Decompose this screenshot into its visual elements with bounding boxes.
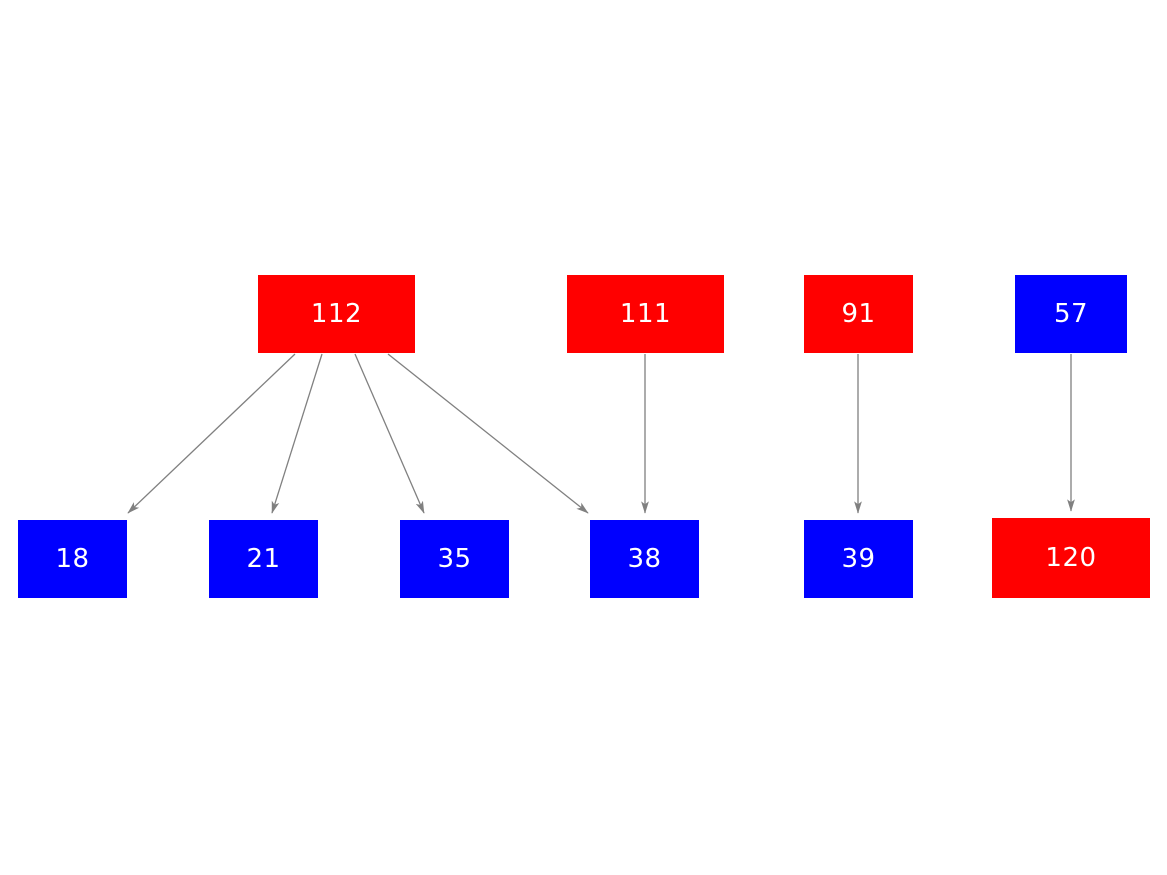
edge-112-to-18	[127, 353, 296, 514]
graph-node-39[interactable]: 39	[804, 520, 913, 598]
graph-node-18[interactable]: 18	[18, 520, 127, 598]
graph-node-label: 35	[437, 544, 472, 574]
graph-node-label: 57	[1053, 299, 1089, 329]
graph-node-label: 112	[310, 299, 363, 329]
graph-node-38[interactable]: 38	[590, 520, 699, 598]
graph-node-label: 120	[1045, 543, 1097, 573]
graph-node-label: 21	[246, 544, 281, 574]
graph-node-label: 111	[619, 299, 672, 329]
edge-112-to-38	[387, 353, 589, 514]
edge-112-to-35	[354, 353, 425, 514]
graph-node-label: 18	[55, 544, 90, 574]
edge-group	[127, 353, 1075, 514]
graph-node-35[interactable]: 35	[400, 520, 509, 598]
graph-node-21[interactable]: 21	[209, 520, 318, 598]
graph-node-120[interactable]: 120	[992, 518, 1150, 598]
graph-node-57[interactable]: 57	[1015, 275, 1127, 353]
graph-node-label: 91	[841, 299, 876, 329]
graph-node-111[interactable]: 111	[567, 275, 724, 353]
graph-node-112[interactable]: 112	[258, 275, 415, 353]
edge-112-to-21	[271, 353, 323, 514]
graph-node-label: 38	[627, 544, 662, 574]
graph-node-91[interactable]: 91	[804, 275, 913, 353]
graph-node-label: 39	[841, 544, 876, 574]
